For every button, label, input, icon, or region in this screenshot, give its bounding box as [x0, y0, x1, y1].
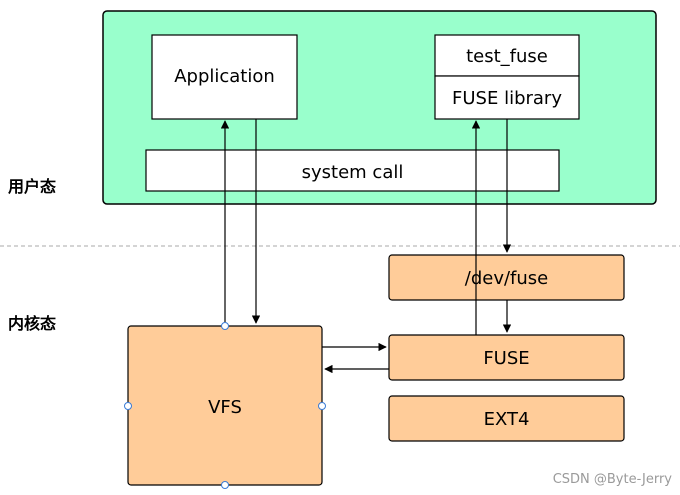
application-label: Application [174, 66, 275, 87]
dev-fuse-label: /dev/fuse [465, 268, 548, 289]
ext4-box [388, 395, 625, 442]
application-box [151, 34, 298, 120]
system-call-label: system call [302, 162, 404, 183]
watermark: CSDN @Byte-Jerry [553, 472, 673, 487]
kernel-space-label: 内核态 [8, 314, 56, 333]
fuse-label: FUSE [483, 348, 529, 369]
user-space-label: 用户态 [8, 177, 56, 196]
vfs-handle-top [221, 322, 229, 330]
vfs-handle-bottom [221, 481, 229, 489]
fuse-library-label: FUSE library [452, 88, 562, 109]
vfs-label: VFS [208, 397, 242, 418]
ext4-label: EXT4 [484, 409, 530, 430]
fuse-box [388, 334, 625, 381]
test-fuse-label: test_fuse [466, 46, 548, 67]
vfs-handle-right [318, 402, 326, 410]
system-call-box [145, 149, 560, 192]
test-fuse-box [434, 34, 580, 77]
vfs-handle-left [124, 402, 132, 410]
